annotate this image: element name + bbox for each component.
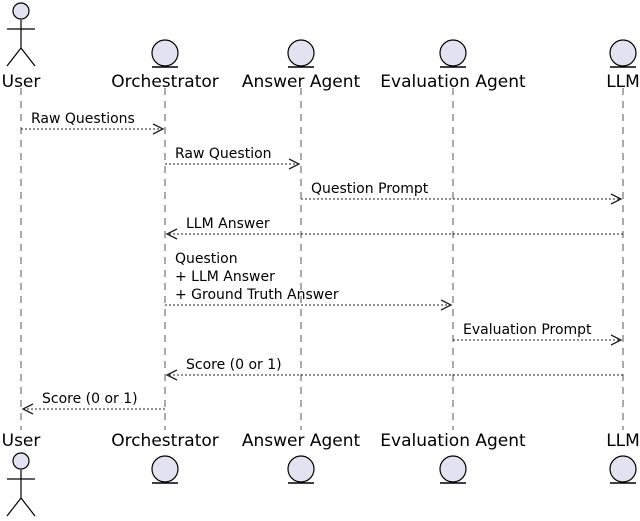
participant-label: Orchestrator [111, 431, 219, 451]
participant-label: Evaluation Agent [380, 431, 526, 451]
message-5: Question + LLM Answer + Ground Truth Answe… [165, 251, 453, 311]
participant-label: User [2, 72, 41, 92]
participant-orchestrator-bottom: Orchestrator [111, 431, 219, 484]
participant-label: Answer Agent [242, 431, 361, 451]
top-participants: User Orchestrator Answer Agent Evaluation A… [2, 2, 640, 92]
message-label: Question Prompt [311, 181, 429, 197]
participant-evaluation_agent-top: Evaluation Agent [380, 39, 526, 92]
message-6: Evaluation Prompt [453, 322, 623, 346]
entity-icon [151, 39, 179, 68]
message-label: LLM Answer [186, 216, 270, 232]
participant-label: LLM [606, 72, 640, 92]
arrowhead-icon [288, 158, 301, 170]
participant-label: Answer Agent [242, 72, 361, 92]
message-label: Score (0 or 1) [42, 391, 138, 407]
arrowhead-icon [165, 369, 178, 381]
arrowhead-icon [152, 123, 165, 135]
message-label: Question [175, 251, 238, 267]
message-label: Score (0 or 1) [186, 357, 282, 373]
participant-label: Orchestrator [111, 72, 219, 92]
bottom-participants: User Orchestrator Answer Agent Evaluation A… [2, 431, 640, 517]
entity-icon [287, 39, 315, 68]
participant-label: LLM [606, 431, 640, 451]
message-3: Question Prompt [301, 181, 623, 205]
message-label: Raw Question [175, 146, 272, 162]
participant-answer_agent-bottom: Answer Agent [242, 431, 361, 484]
message-4: LLM Answer [165, 216, 623, 240]
message-label: Raw Questions [31, 111, 135, 127]
entity-icon [439, 455, 467, 484]
entity-icon [609, 455, 637, 484]
message-7: Score (0 or 1) [165, 357, 623, 381]
actor-icon [6, 2, 36, 67]
participant-orchestrator-top: Orchestrator [111, 39, 219, 92]
arrowhead-icon [610, 334, 623, 346]
arrowhead-icon [165, 228, 178, 240]
entity-icon [609, 39, 637, 68]
message-label: + Ground Truth Answer [175, 287, 339, 303]
participant-evaluation_agent-bottom: Evaluation Agent [380, 431, 526, 484]
message-label: Evaluation Prompt [463, 322, 592, 338]
arrowhead-icon [21, 403, 34, 415]
arrowhead-icon [440, 299, 453, 311]
participant-answer_agent-top: Answer Agent [242, 39, 361, 92]
participant-llm-bottom: LLM [606, 431, 640, 484]
participant-user-top: User [2, 2, 41, 92]
participant-label: User [2, 431, 41, 451]
participant-user-bottom: User [2, 431, 41, 517]
entity-icon [151, 455, 179, 484]
lifelines [20, 88, 624, 430]
message-label: + LLM Answer [175, 269, 275, 285]
actor-icon [6, 452, 36, 517]
message-8: Score (0 or 1) [21, 391, 165, 415]
arrowhead-icon [610, 193, 623, 205]
participant-label: Evaluation Agent [380, 72, 526, 92]
entity-icon [287, 455, 315, 484]
message-2: Raw Question [165, 146, 301, 170]
entity-icon [439, 39, 467, 68]
message-1: Raw Questions [21, 111, 165, 135]
participant-llm-top: LLM [606, 39, 640, 92]
